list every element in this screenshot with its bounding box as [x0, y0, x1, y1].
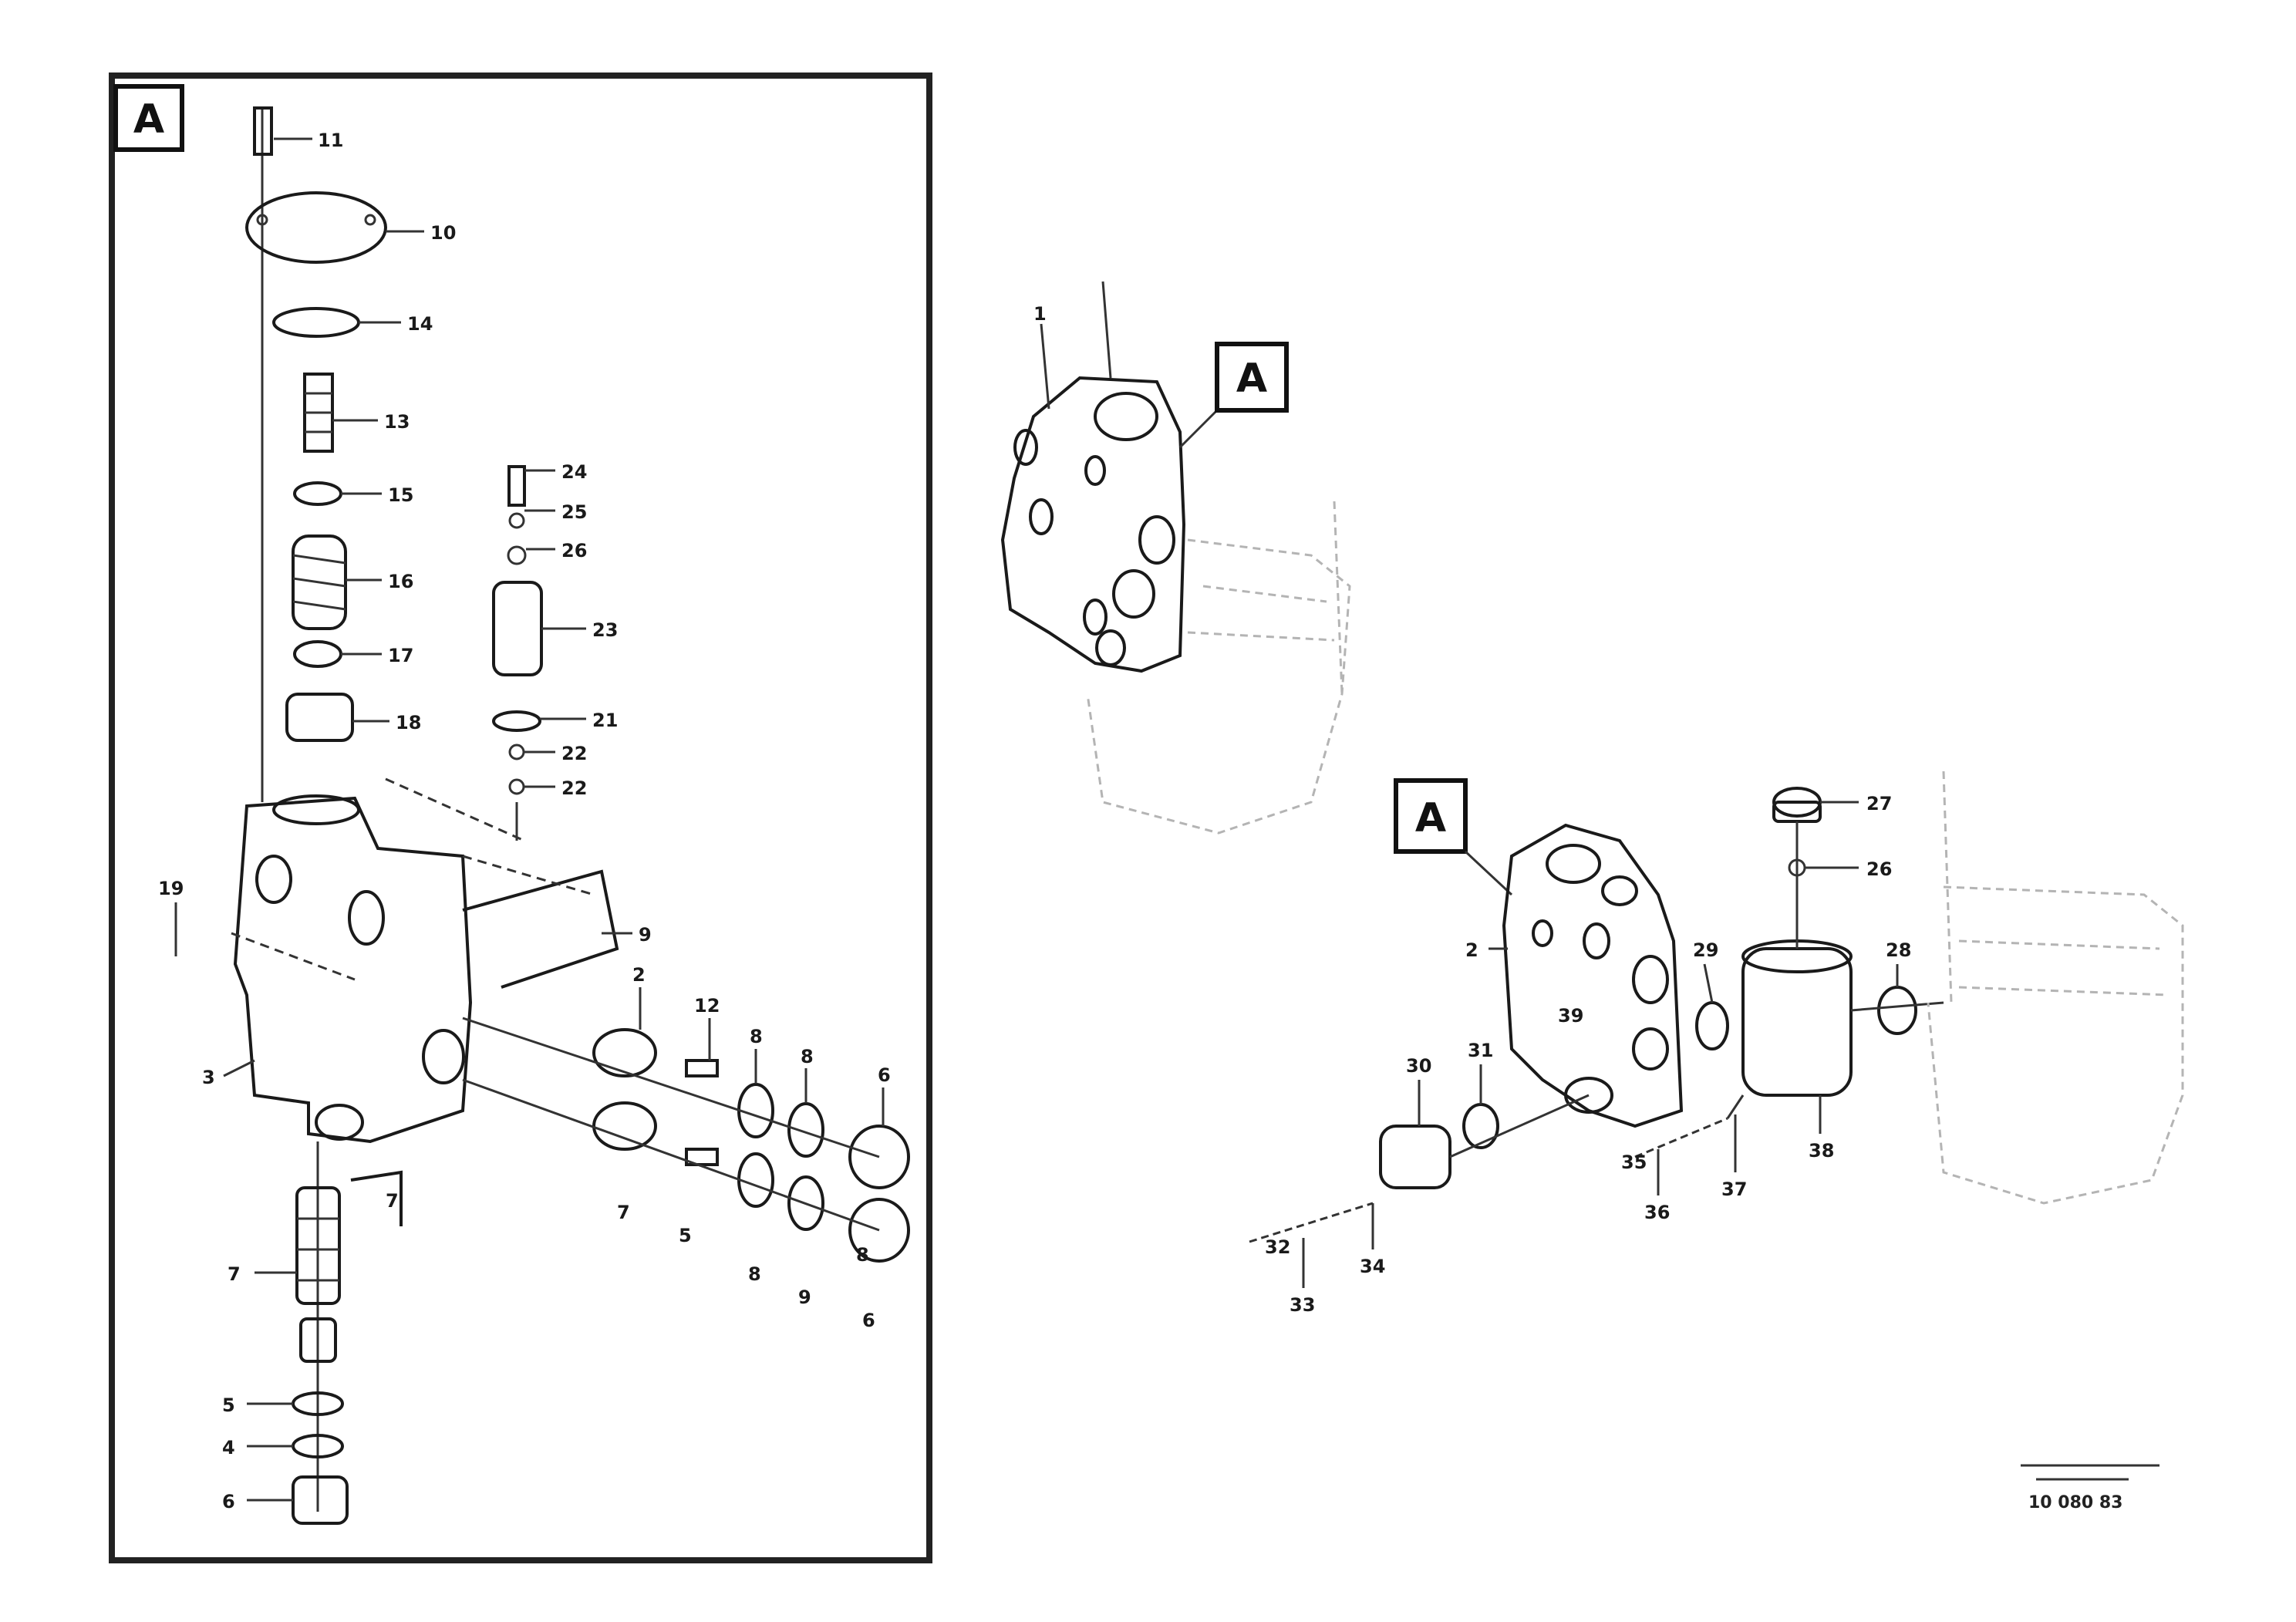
main-label: 27	[1866, 793, 1892, 814]
sleeve	[285, 693, 354, 742]
detail-frame	[109, 73, 932, 1563]
detail-label: 2	[632, 964, 646, 986]
oring-far-right	[1877, 986, 1917, 1035]
port-ring-upper-2	[787, 1102, 824, 1158]
upper-callout-box	[1215, 342, 1289, 413]
main-label: 1	[1033, 303, 1047, 325]
detail-label: 7	[386, 1190, 399, 1212]
main-label: 2	[1465, 939, 1478, 961]
detail-label: 5	[222, 1394, 235, 1416]
main-label: 29	[1693, 939, 1718, 961]
o-ring-top	[272, 307, 360, 338]
main-label: 33	[1290, 1294, 1315, 1316]
lower-callout-label: A	[1415, 795, 1446, 841]
detail-label: 8	[750, 1026, 763, 1047]
detail-label: 8	[748, 1263, 761, 1285]
detail-label: 26	[561, 540, 587, 561]
detail-label: 6	[862, 1310, 875, 1331]
reference-code: 10 080 83	[2028, 1493, 2122, 1512]
port-cap-upper	[848, 1125, 910, 1189]
detail-label: 22	[561, 743, 587, 764]
detail-label: 19	[158, 878, 184, 899]
detail-label: 5	[679, 1225, 692, 1246]
cover-plate	[245, 191, 387, 264]
detail-label: 4	[222, 1437, 235, 1458]
detail-label: 24	[561, 461, 587, 483]
detail-label: 14	[407, 313, 433, 335]
cartridge-spring	[299, 1317, 337, 1363]
main-label: 34	[1360, 1256, 1385, 1277]
port-screw-lower	[685, 1148, 719, 1166]
port-cap-lower	[848, 1198, 910, 1263]
top-bolt	[253, 106, 273, 156]
detail-label: 9	[639, 924, 652, 946]
main-label: 28	[1886, 939, 1911, 961]
check-plug	[507, 465, 526, 507]
detail-label: 9	[798, 1286, 811, 1308]
detail-label: 7	[228, 1263, 241, 1285]
fitting-ring	[1462, 1103, 1499, 1149]
port-ring-lower-2	[787, 1175, 824, 1231]
detail-label: 15	[388, 484, 413, 506]
main-label: 32	[1265, 1236, 1290, 1258]
lower-assembly: A	[1249, 771, 2184, 1316]
upper-callout-label: A	[1236, 356, 1267, 402]
detail-label: 18	[396, 712, 421, 733]
main-label: 31	[1468, 1040, 1493, 1061]
main-label: 35	[1621, 1152, 1647, 1173]
main-label: 39	[1558, 1005, 1583, 1027]
elbow-fitting	[1379, 1125, 1451, 1189]
detail-label: 13	[384, 411, 410, 433]
port-ring-lower-1	[737, 1152, 774, 1208]
washer	[293, 481, 342, 506]
main-label: 30	[1406, 1055, 1431, 1077]
detail-label: 10	[430, 222, 456, 244]
main-label: 37	[1721, 1179, 1747, 1200]
valve-body	[233, 794, 619, 1226]
port-plug-lower	[592, 1101, 657, 1151]
bottom-plug	[292, 1475, 349, 1525]
main-label: 26	[1866, 858, 1892, 880]
detail-view-a: A	[109, 73, 932, 1563]
lower-ghost-outline	[1927, 771, 2184, 1205]
check-ring	[492, 710, 541, 732]
main-label: 38	[1809, 1140, 1834, 1162]
detail-label: 25	[561, 501, 587, 523]
check-valve	[492, 581, 543, 676]
detail-label: 12	[694, 995, 720, 1017]
reference-block: 10 080 83	[2021, 1464, 2159, 1512]
detail-label: 16	[388, 571, 413, 592]
main-label: 36	[1644, 1202, 1670, 1223]
detail-label: 23	[592, 619, 618, 641]
detail-label: 8	[856, 1244, 869, 1266]
detail-label: 6	[222, 1491, 235, 1512]
port-screw-upper	[685, 1059, 719, 1077]
cartridge	[295, 1186, 341, 1305]
detail-label: 21	[592, 710, 618, 731]
detail-label: 11	[318, 130, 343, 151]
coil-spring	[292, 534, 347, 630]
upper-assembly: A 1	[1000, 281, 1351, 835]
seal-ring-right	[1695, 1001, 1729, 1050]
upper-ghost-outline	[1086, 501, 1351, 835]
lower-callout-box	[1394, 778, 1468, 854]
detail-callout-label: A	[133, 96, 164, 143]
ring	[293, 640, 342, 668]
detail-label: 6	[878, 1064, 891, 1086]
detail-label: 7	[617, 1202, 630, 1223]
detail-label: 17	[388, 645, 413, 666]
port-plug-upper	[592, 1028, 657, 1077]
detail-label: 3	[202, 1067, 215, 1088]
detail-leaders	[174, 137, 885, 1502]
detail-label: 8	[801, 1046, 814, 1067]
detail-labels: 11 10 14 13 15 16 17 18 24 25 26 23 21 2…	[158, 130, 891, 1512]
detail-label: 22	[561, 777, 587, 799]
detail-callout-box	[113, 84, 184, 152]
